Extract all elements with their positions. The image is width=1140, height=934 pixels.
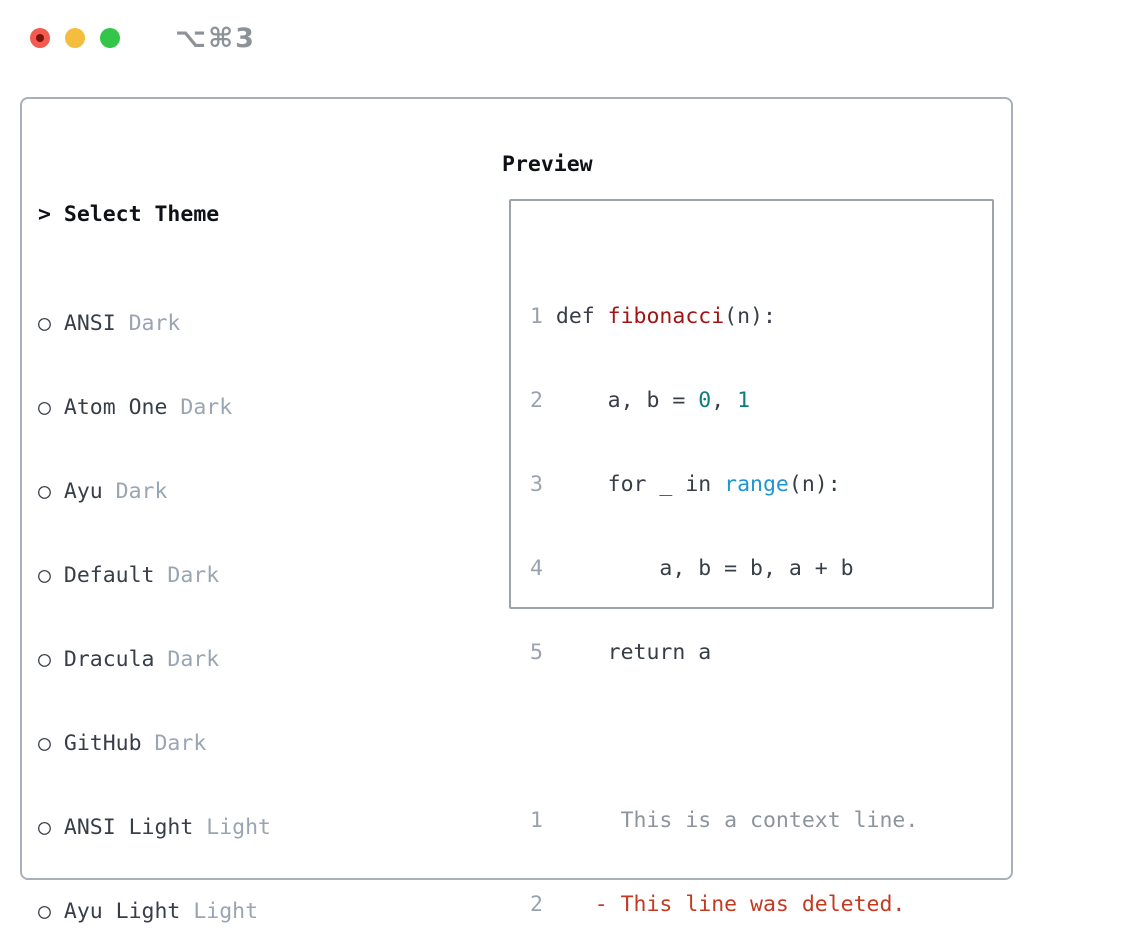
- code-segment: return a: [555, 640, 712, 665]
- blank-line: [530, 720, 918, 754]
- code-segment: ,: [711, 388, 738, 413]
- theme-option-github-dark[interactable]: ○ GitHub Dark: [38, 727, 400, 761]
- theme-name: ANSI: [63, 311, 116, 336]
- theme-variant: Light: [193, 899, 259, 924]
- line-number: 5: [530, 640, 543, 665]
- theme-option-ansi-dark[interactable]: ○ ANSI Dark: [38, 307, 400, 341]
- code-line: 3 for _ in range(n):: [530, 468, 918, 502]
- theme-name: Dracula: [63, 647, 155, 672]
- minimize-button[interactable]: [65, 28, 85, 48]
- line-number: 2: [530, 892, 543, 917]
- deleted-text: - This line was deleted.: [555, 892, 906, 917]
- theme-option-ayu-light[interactable]: ○ Ayu Light Light: [38, 895, 400, 929]
- line-number: 1: [530, 808, 543, 833]
- theme-name: Ayu Light: [63, 899, 181, 924]
- radio-icon: ○: [38, 815, 51, 840]
- theme-list-title: Select Theme: [63, 202, 220, 227]
- code-line: 1 def fibonacci(n):: [530, 300, 918, 334]
- line-number: 2: [530, 388, 543, 413]
- theme-name: Ayu: [63, 479, 103, 504]
- diff-deleted-line: 2 - This line was deleted.: [530, 888, 918, 922]
- code-segment: a, b =: [555, 388, 699, 413]
- focus-caret-icon: >: [38, 202, 51, 227]
- close-button[interactable]: [30, 28, 50, 48]
- theme-variant: Dark: [115, 479, 168, 504]
- window-titlebar: ⌥⌘3: [30, 23, 256, 54]
- radio-icon: ○: [38, 899, 51, 924]
- theme-option-dracula-dark[interactable]: ○ Dracula Dark: [38, 643, 400, 677]
- radio-icon: ○: [38, 311, 51, 336]
- builtin-segment: range: [724, 472, 789, 497]
- radio-icon: ○: [38, 395, 51, 420]
- theme-option-ansi-light[interactable]: ○ ANSI Light Light: [38, 811, 400, 845]
- radio-icon: ○: [38, 479, 51, 504]
- context-text: This is a context line.: [555, 808, 919, 833]
- diff-context-line: 1 This is a context line.: [530, 804, 918, 838]
- code-segment: def: [555, 304, 608, 329]
- code-line: 2 a, b = 0, 1: [530, 384, 918, 418]
- theme-variant: Dark: [167, 563, 220, 588]
- code-segment: for _ in: [555, 472, 725, 497]
- code-line: 4 a, b = b, a + b: [530, 552, 918, 586]
- preview-title: Preview: [502, 152, 593, 177]
- code-segment: (n):: [788, 472, 841, 497]
- number-literal-segment: 0: [698, 388, 712, 413]
- radio-icon: ○: [38, 731, 51, 756]
- theme-option-atom-one-dark[interactable]: ○ Atom One Dark: [38, 391, 400, 425]
- theme-variant: Dark: [154, 731, 207, 756]
- line-number: 4: [530, 556, 543, 581]
- theme-list-header: > Select Theme: [38, 198, 400, 232]
- code-segment: (n):: [724, 304, 776, 329]
- code-line: 5 return a: [530, 636, 918, 670]
- theme-option-ayu-dark[interactable]: ○ Ayu Dark: [38, 475, 400, 509]
- function-name-segment: fibonacci: [607, 304, 725, 329]
- code-segment: a, b = b, a + b: [555, 556, 854, 581]
- theme-name: ANSI Light: [63, 815, 194, 840]
- theme-variant: Light: [206, 815, 271, 840]
- theme-variant: Dark: [128, 311, 181, 336]
- theme-variant: Dark: [167, 647, 220, 672]
- theme-variant: Dark: [180, 395, 233, 420]
- theme-name: Atom One: [63, 395, 168, 420]
- radio-icon: ○: [38, 647, 51, 672]
- theme-option-default-dark[interactable]: ○ Default Dark: [38, 559, 400, 593]
- maximize-button[interactable]: [100, 28, 120, 48]
- number-literal-segment: 1: [737, 388, 751, 413]
- line-number: 3: [530, 472, 543, 497]
- radio-icon: ○: [38, 563, 51, 588]
- line-number: 1: [530, 304, 543, 329]
- theme-name: GitHub: [63, 731, 142, 756]
- window-title-shortcut: ⌥⌘3: [175, 22, 256, 54]
- theme-name: Default: [63, 563, 155, 588]
